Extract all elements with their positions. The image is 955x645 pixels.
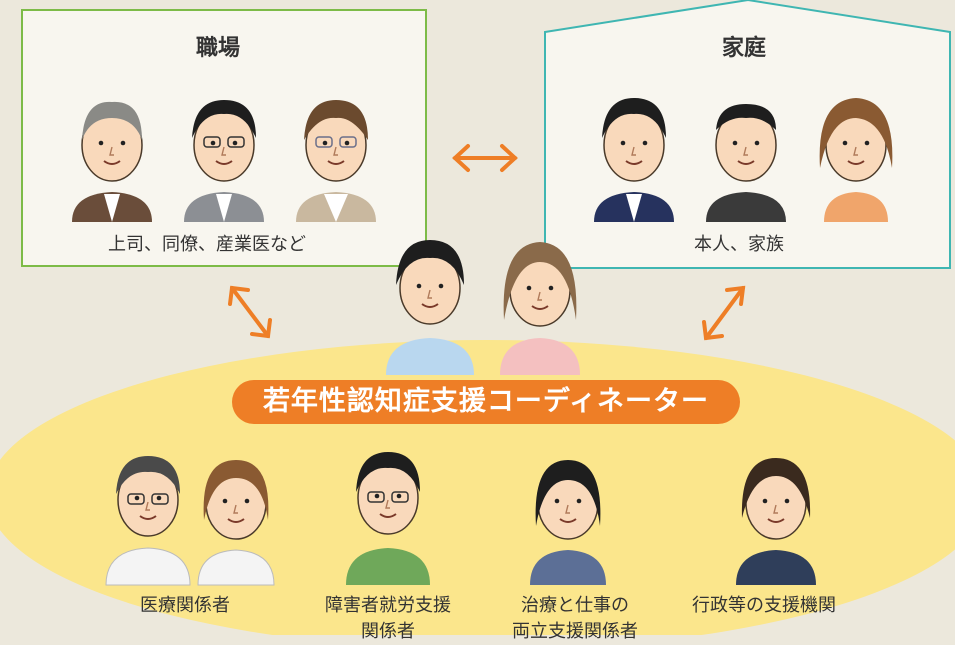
boss-figure (72, 101, 152, 222)
role-medical: 医療関係者 (140, 595, 230, 616)
role-employment-support-line2: 関係者 (361, 621, 415, 642)
medical-doctor-figure (105, 456, 191, 586)
role-treatment-balance-line2: 両立支援関係者 (512, 621, 638, 642)
workplace-title: 職場 (196, 36, 241, 61)
employment-support-figure (346, 452, 430, 585)
nurse-figure (197, 460, 275, 586)
workplace-caption: 上司、同僚、産業医など (108, 234, 306, 255)
treatment-balance-figure (530, 460, 606, 585)
coordinator-woman-figure (500, 242, 580, 375)
occupational-doctor-figure (296, 100, 376, 222)
arrow-workplace-coordinator (228, 285, 272, 339)
home-title: 家庭 (722, 36, 767, 61)
administrative-agency-figure (736, 458, 816, 585)
person-figure (594, 98, 674, 222)
family-son-figure (706, 104, 786, 222)
coordinator-banner: 若年性認知症支援コーディネーター (232, 380, 740, 424)
role-employment-support: 障害者就労支援 関係者 (308, 593, 468, 645)
role-administrative: 行政等の支援機関 (692, 595, 836, 616)
family-mother-figure (819, 98, 893, 222)
role-treatment-balance-line1: 治療と仕事の (521, 595, 629, 616)
arrow-workplace-home (452, 144, 518, 172)
coordinator-man-figure (386, 240, 474, 375)
role-treatment-balance: 治療と仕事の 両立支援関係者 (500, 593, 650, 645)
home-caption: 本人、家族 (694, 234, 784, 255)
arrow-home-coordinator (702, 285, 746, 341)
colleague-figure (184, 100, 264, 222)
role-employment-support-line1: 障害者就労支援 (325, 595, 451, 616)
